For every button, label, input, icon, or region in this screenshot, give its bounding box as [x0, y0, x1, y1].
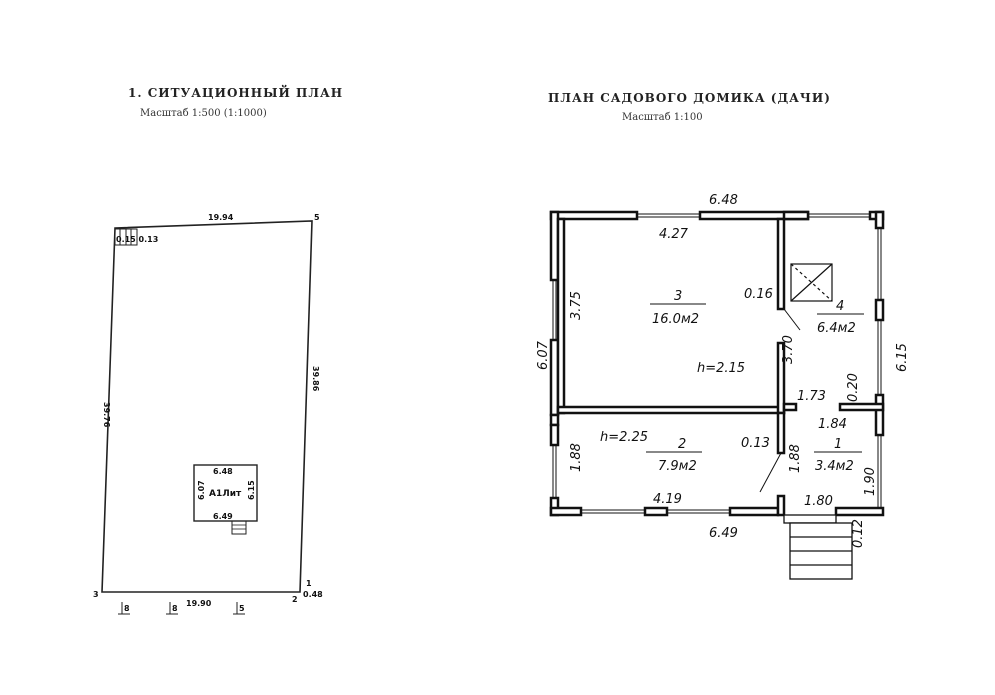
dim-190: 1.90: [863, 467, 878, 496]
corner-5: 5: [314, 213, 320, 222]
situation-plan: 0.15 0.13 6.48 6.49 6.07 6.15 А1Лит 19.9…: [93, 213, 323, 615]
corner-offset: 0.48: [303, 590, 323, 599]
house-footprint: [193, 464, 258, 522]
lot-corner-dims: 0.15 0.13: [116, 235, 158, 244]
dim-bottom-outer: 6.49: [709, 526, 738, 541]
room4-number: 4: [836, 299, 844, 314]
dim-020: 0.20: [846, 373, 861, 402]
house-right-dim: 6.15: [247, 480, 256, 500]
dim-right-outer: 6.15: [895, 343, 910, 372]
dim-room3-height: 3.75: [569, 291, 584, 320]
dim-173: 1.73: [797, 389, 826, 404]
corner-3: 3: [93, 590, 99, 599]
bottom-mark-c: 5: [239, 604, 245, 613]
door-swing-room2: [759, 452, 782, 493]
dim-188: 1.88: [788, 444, 803, 473]
lot-corner-detail: [114, 228, 138, 246]
lot-bottom-dim: 19.90: [186, 599, 212, 608]
house-label: А1Лит: [209, 489, 242, 499]
door-swing-room3: [783, 308, 801, 331]
dim-370: 3.70: [781, 335, 796, 364]
corner-1: 1: [306, 579, 312, 588]
dim-room2-height: 1.88: [569, 443, 584, 472]
corner-2: 2: [292, 595, 298, 604]
bottom-mark-a: 8: [124, 604, 130, 613]
room2-area: 7.9м2: [658, 459, 697, 474]
lot-right-dim: 39.86: [311, 366, 320, 392]
dim-top-inner: 4.27: [659, 227, 689, 242]
stove-symbol: [790, 263, 833, 302]
room2-number: 2: [678, 437, 686, 452]
room3-ceiling: h=2.15: [697, 361, 745, 376]
house-top-dim: 6.48: [213, 467, 233, 476]
dim-016: 0.16: [744, 287, 773, 302]
floor-plan-scale: Масштаб 1:100: [622, 112, 703, 123]
room3-number: 3: [674, 289, 682, 304]
lot-boundary: [101, 220, 313, 593]
room1-area: 3.4м2: [815, 459, 854, 474]
house-bottom-dim: 6.49: [213, 512, 233, 521]
floor-plan: 3 16.0м2 h=2.15 4 6.4м2 2 7.9м2 h=2.25 1…: [536, 193, 910, 580]
house-porch: [231, 520, 247, 535]
dim-012: 0.12: [851, 519, 866, 548]
dim-bottom-inner: 4.19: [653, 492, 682, 507]
dim-013: 0.13: [741, 436, 770, 451]
dim-left-outer: 6.07: [536, 340, 551, 370]
walls: [549, 210, 885, 517]
room2-ceiling: h=2.25: [600, 430, 648, 445]
house-left-dim: 6.07: [197, 480, 206, 500]
lot-left-dim: 39.76: [102, 402, 111, 428]
situation-plan-scale: Масштаб 1:500 (1:1000): [140, 108, 267, 119]
dim-180: 1.80: [804, 494, 833, 509]
dim-top-outer: 6.48: [709, 193, 738, 208]
bottom-marks: [118, 602, 245, 615]
bottom-mark-b: 8: [172, 604, 178, 613]
lot-top-dim: 19.94: [208, 213, 234, 222]
porch-steps: [783, 514, 853, 580]
room3-area: 16.0м2: [652, 312, 699, 327]
situation-plan-title: 1. СИТУАЦИОННЫЙ ПЛАН: [128, 86, 344, 100]
area-fraction-bars: [646, 303, 864, 453]
dim-184: 1.84: [818, 417, 847, 432]
floor-plan-title: ПЛАН САДОВОГО ДОМИКА (ДАЧИ): [548, 91, 831, 105]
room4-area: 6.4м2: [817, 321, 856, 336]
room1-number: 1: [834, 437, 842, 452]
